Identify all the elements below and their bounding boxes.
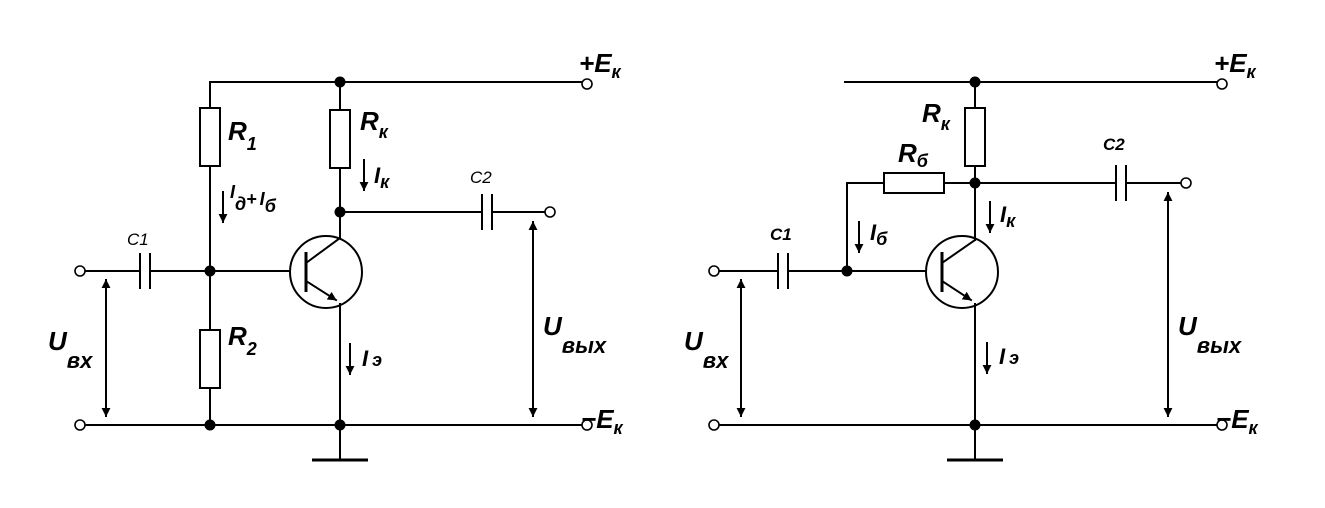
left-c1-capacitor	[139, 253, 151, 289]
right-uout-label: Uвых	[1178, 311, 1242, 358]
right-ib-label: Iб	[870, 220, 888, 249]
right-c1-capacitor	[777, 253, 789, 289]
left-supply-plus-label: +Eк	[579, 48, 622, 82]
left-terminal-out	[544, 206, 556, 218]
left-wires	[85, 81, 584, 462]
left-junction-dot	[334, 419, 346, 431]
right-supply-plus-label: +Eк	[1214, 48, 1257, 82]
left-transistor	[289, 235, 363, 309]
right-terminal-out	[1180, 177, 1192, 189]
right-c2-capacitor	[1115, 165, 1127, 201]
right-transistor	[925, 235, 999, 309]
left-terminal-plus	[581, 78, 593, 90]
left-rk-label: Rк	[360, 106, 389, 142]
left-junction-dot	[334, 76, 346, 88]
right-terminal-in	[708, 265, 720, 277]
right-supply-minus-label: −Eк	[1216, 404, 1259, 438]
right-rk-resistor	[964, 107, 986, 167]
right-junction-dot	[969, 177, 981, 189]
right-ik-label: Iк	[1000, 202, 1016, 231]
right-c1-label: C1	[770, 225, 792, 244]
left-r2-label: R2	[228, 321, 257, 359]
left-terminal-in	[74, 265, 86, 277]
left-supply-minus-label: −Eк	[581, 404, 624, 438]
right-terminal-in-gnd	[708, 419, 720, 431]
right-rb-resistor	[883, 172, 945, 194]
left-c1-label: C1	[127, 230, 149, 249]
right-junction-dot	[969, 76, 981, 88]
left-uin-label: Uвх	[48, 326, 93, 373]
left-idb-label: Iд+Iб	[230, 182, 277, 216]
right-c2-label: C2	[1103, 135, 1125, 154]
left-r2-resistor	[199, 329, 221, 389]
left-ik-label: Iк	[374, 163, 390, 192]
left-junction-dot	[204, 265, 216, 277]
left-terminal-minus	[581, 419, 593, 431]
left-r1-resistor	[199, 107, 221, 167]
right-rb-label: Rб	[898, 138, 929, 171]
left-c2-label: C2	[470, 168, 492, 187]
right-uin-label: Uвх	[684, 326, 729, 373]
left-junction-dot	[204, 419, 216, 431]
left-junction-dot	[334, 206, 346, 218]
left-terminal-in-gnd	[74, 419, 86, 431]
left-c2-capacitor	[481, 194, 493, 230]
right-junction-dot	[841, 265, 853, 277]
left-uout-label: Uвых	[543, 311, 607, 358]
left-r1-label: R1	[228, 116, 257, 154]
left-rk-resistor	[329, 109, 351, 169]
right-junction-dot	[969, 419, 981, 431]
right-wires	[719, 81, 1219, 462]
right-rk-label: Rк	[922, 98, 951, 134]
right-terminal-plus	[1216, 78, 1228, 90]
right-terminal-minus	[1216, 419, 1228, 431]
